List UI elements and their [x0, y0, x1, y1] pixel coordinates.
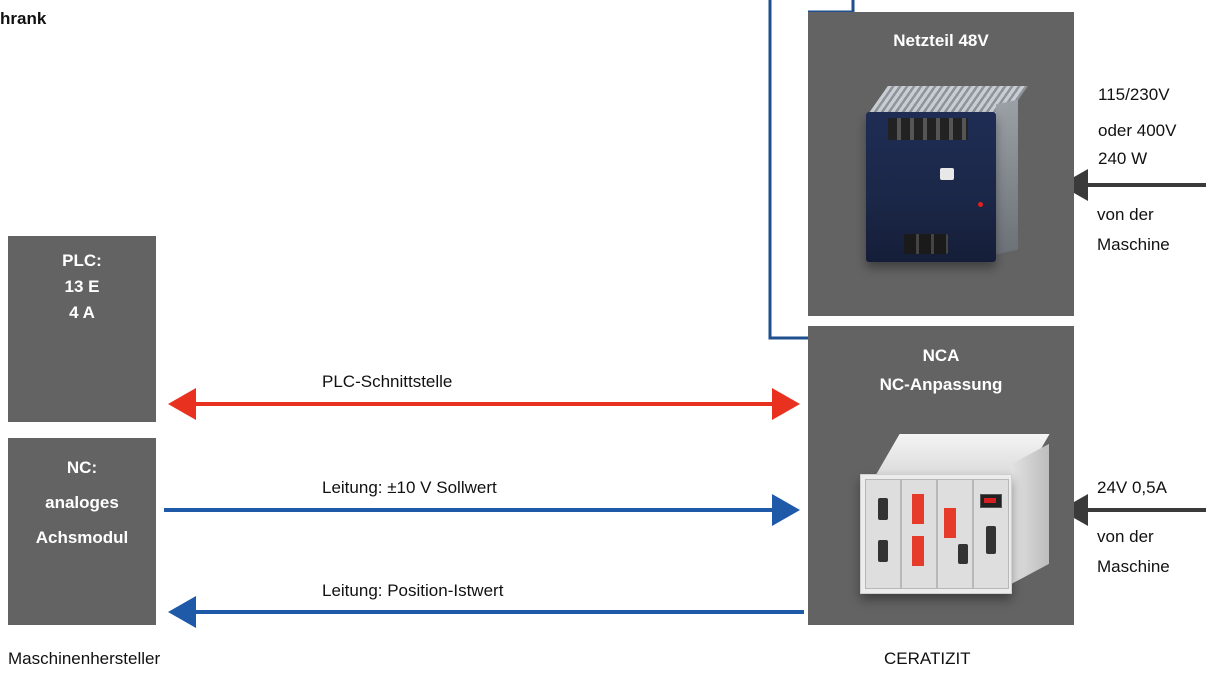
netzteil-source-line-1: von der	[1097, 205, 1154, 224]
din-rail-power-supply-icon	[828, 72, 1048, 302]
nca-source-line-1: von der	[1097, 527, 1154, 546]
netzteil-title: Netzteil 48V	[893, 31, 989, 50]
nca-title-line-2: NC-Anpassung	[879, 375, 1003, 394]
plc-line-1: PLC:	[62, 251, 102, 270]
cabinet-title-fragment: hrank	[0, 9, 47, 28]
footer-ceratizit: CERATIZIT	[884, 649, 971, 668]
nc-line-2: analoges	[45, 493, 119, 512]
plc-interface-label: PLC-Schnittstelle	[322, 372, 453, 391]
nca-box: NCA NC-Anpassung	[808, 326, 1074, 625]
power-wire-inner	[808, 0, 855, 14]
power-wire-outer	[768, 0, 808, 340]
nc-box: NC: analoges Achsmodul	[8, 438, 156, 625]
position-line-label: Leitung: Position-Istwert	[322, 581, 504, 600]
netzteil-box: Netzteil 48V	[808, 12, 1074, 316]
plc-line-3: 4 A	[69, 303, 95, 322]
setpoint-line-label: Leitung: ±10 V Sollwert	[322, 478, 497, 497]
nca-spec: 24V 0,5A	[1097, 478, 1167, 497]
footer-manufacturer: Maschinenhersteller	[8, 649, 161, 668]
plc-line-2: 13 E	[64, 277, 100, 296]
netzteil-spec-line-2: oder 400V	[1098, 121, 1177, 140]
netzteil-source-line-2: Maschine	[1097, 235, 1170, 254]
nc-line-3: Achsmodul	[35, 528, 129, 547]
netzteil-spec-line-1: 115/230V	[1098, 85, 1170, 104]
nca-title-line-1: NCA	[922, 346, 960, 365]
nc-line-1: NC:	[66, 458, 98, 477]
netzteil-spec-line-3: 240 W	[1098, 149, 1148, 168]
nca-source-line-2: Maschine	[1097, 557, 1170, 576]
nca-controller-unit-icon	[848, 426, 1058, 606]
plc-box: PLC: 13 E 4 A	[8, 236, 156, 422]
